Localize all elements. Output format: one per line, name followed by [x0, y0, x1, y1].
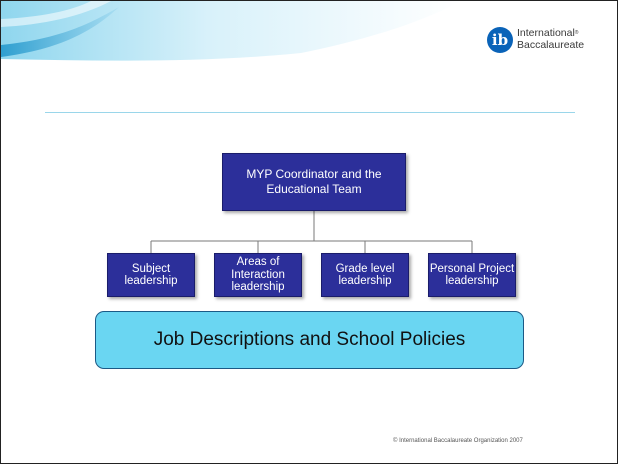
coordinator-box: MYP Coordinator and the Educational Team [222, 153, 406, 211]
leaf-label: Subject leadership [124, 262, 178, 288]
leaf-label: Personal Project leadership [429, 262, 515, 288]
areas-of-interaction-box: Areas of Interaction leadership [214, 253, 302, 297]
policies-label: Job Descriptions and School Policies [153, 329, 466, 350]
ib-logo-text: International® Baccalaureate [517, 27, 584, 51]
ib-logo-line1: International [517, 27, 575, 39]
coordinator-label: MYP Coordinator and the Educational Team [246, 167, 382, 196]
banner-band [1, 1, 461, 61]
ib-logo-line2: Baccalaureate [517, 39, 585, 51]
leaf-label: Grade level leadership [335, 262, 395, 288]
title-rule [45, 112, 575, 113]
copyright-notice: © International Baccalaureate Organizati… [393, 438, 523, 444]
grade-level-box: Grade level leadership [321, 253, 409, 297]
registered-mark: ® [574, 30, 579, 36]
ib-logo: ib International® Baccalaureate [487, 23, 597, 57]
banner-swoosh [1, 7, 119, 57]
banner-highlight [1, 1, 111, 27]
header-banner [1, 1, 461, 61]
subject-leadership-box: Subject leadership [107, 253, 195, 297]
policies-box: Job Descriptions and School Policies [95, 311, 524, 369]
leaf-label: Areas of Interaction leadership [231, 256, 285, 294]
ib-logo-mark: ib [487, 27, 513, 53]
personal-project-box: Personal Project leadership [428, 253, 516, 297]
